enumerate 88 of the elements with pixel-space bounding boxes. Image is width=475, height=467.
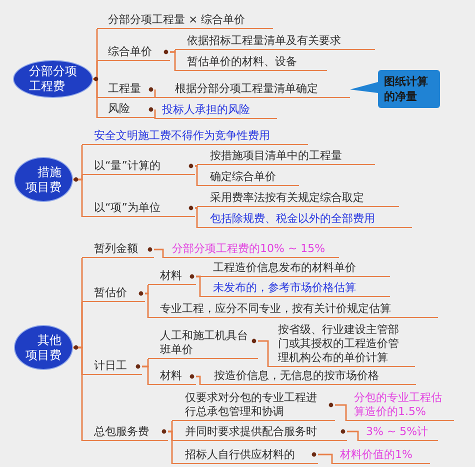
branch-text: 包括除规费、税金以外的全部费用 (210, 212, 375, 226)
callout-box (378, 70, 440, 108)
branch-line (93, 78, 98, 118)
branch-line (170, 51, 176, 71)
branch-text: 以“量”计算的 (94, 159, 160, 173)
branch-line (154, 108, 156, 119)
branch-text: 按措施项目清单中的工程量 (210, 149, 342, 163)
branch-text: 3% ~ 5%计 (366, 425, 428, 439)
branch-node (172, 389, 335, 421)
branch-text: 投标人承担的风险 (162, 103, 250, 117)
branch-text: 仅要求对分包的专业工程进行总承包管理和协调 (185, 391, 318, 419)
branch-text: 分部分项工程费的10% ~ 15% (172, 242, 326, 256)
branch-node (148, 368, 196, 385)
branch-line (195, 207, 198, 228)
branch-line (145, 292, 149, 318)
branch-line (73, 178, 83, 217)
branch-node (197, 190, 399, 207)
branch-node (82, 241, 154, 258)
branch-node (346, 389, 454, 421)
branch-line (142, 366, 149, 385)
branch-text: 依据招标工程量清单及有关要求 (187, 34, 341, 48)
topic-label: 其他项目费 (26, 332, 62, 362)
branch-text: 未发布的，参考市场价格估算 (213, 281, 356, 295)
branch-text: 人工和施工机具台班单价 (160, 329, 249, 357)
branch-line (318, 454, 333, 464)
branch-line (195, 164, 198, 167)
branch-node (82, 199, 195, 217)
branch-line (335, 404, 347, 421)
branch-node (82, 285, 145, 302)
branch-node (82, 358, 142, 375)
branch-line (196, 276, 201, 297)
branch-node (97, 43, 170, 61)
branch-text: 根据分部分项工程量清单确定 (175, 82, 318, 96)
branch-text: 按省级、行业建设主管部门或其授权的工程造价管理机构公布的单价计算 (278, 323, 400, 365)
branch-node (148, 301, 438, 318)
branch-text: 分部分项工程量 × 综合单价 (108, 13, 246, 27)
branch-node (82, 157, 195, 175)
callout-pointer (350, 82, 378, 93)
callout-text: 图纸计算的净量 (384, 74, 429, 104)
branch-text: 工程量 (108, 82, 141, 96)
branch-text: 采用费率法按有关规定综合取定 (210, 191, 364, 205)
branch-text: 安全文明施工费不得作为竞争性费用 (94, 129, 270, 143)
branch-node (175, 32, 375, 50)
branch-line (154, 248, 164, 258)
branch-node (155, 101, 277, 119)
topic-label: 分部分项工程费 (29, 64, 77, 93)
branch-line (258, 340, 269, 367)
branch-text: 风险 (108, 102, 130, 116)
branch-text: 材料价值的1% (340, 448, 412, 462)
branch-line (73, 346, 83, 441)
branch-text: 总包服务费 (94, 425, 149, 439)
branch-node (148, 268, 196, 285)
branch-line (145, 285, 149, 294)
branch-text: 确定综合单价 (210, 170, 276, 184)
branch-node (200, 368, 416, 385)
topic-ellipse (13, 60, 93, 98)
branch-node (200, 260, 390, 277)
branch-node (197, 148, 375, 165)
branch-text: 计日工 (94, 359, 127, 373)
branch-text: 暂估单价的材料、设备 (187, 55, 297, 69)
branch-line (154, 88, 156, 98)
branch-node (97, 101, 155, 118)
branch-line (168, 430, 173, 464)
branch-text: 综合单价 (108, 45, 152, 59)
branch-text: 专业工程，应分不同专业，按有关计价规定估算 (160, 302, 391, 316)
branch-node (97, 11, 273, 29)
branch-node (197, 210, 412, 228)
branch-line (196, 376, 201, 385)
branch-line (195, 206, 198, 209)
branch-node (163, 241, 339, 258)
topic-label: 措施项目费 (26, 164, 62, 194)
branch-line (195, 165, 198, 186)
branch-line (347, 430, 359, 441)
branch-text: 分包的专业工程估算造价的1.5% (354, 391, 443, 419)
branch-text: 暂估价 (94, 286, 127, 300)
branch-node (197, 169, 299, 186)
branch-text: 并同时要求提供配合服务时 (185, 425, 317, 439)
branch-text: 招标人自行供应材料的 (185, 448, 295, 462)
branch-text: 暂列金额 (94, 242, 138, 256)
branch-text: 材料 (160, 269, 182, 283)
branch-node (97, 81, 155, 98)
branch-text: 工程造价信息发布的材料单价 (213, 261, 356, 275)
branch-text: 以“项”为单位 (94, 201, 160, 215)
branch-text: 按造价信息，无信息的按市场价格 (214, 369, 379, 383)
branch-text: 材料 (160, 369, 182, 383)
branch-node (155, 81, 350, 98)
branch-node (200, 280, 390, 297)
branch-node (82, 128, 308, 145)
